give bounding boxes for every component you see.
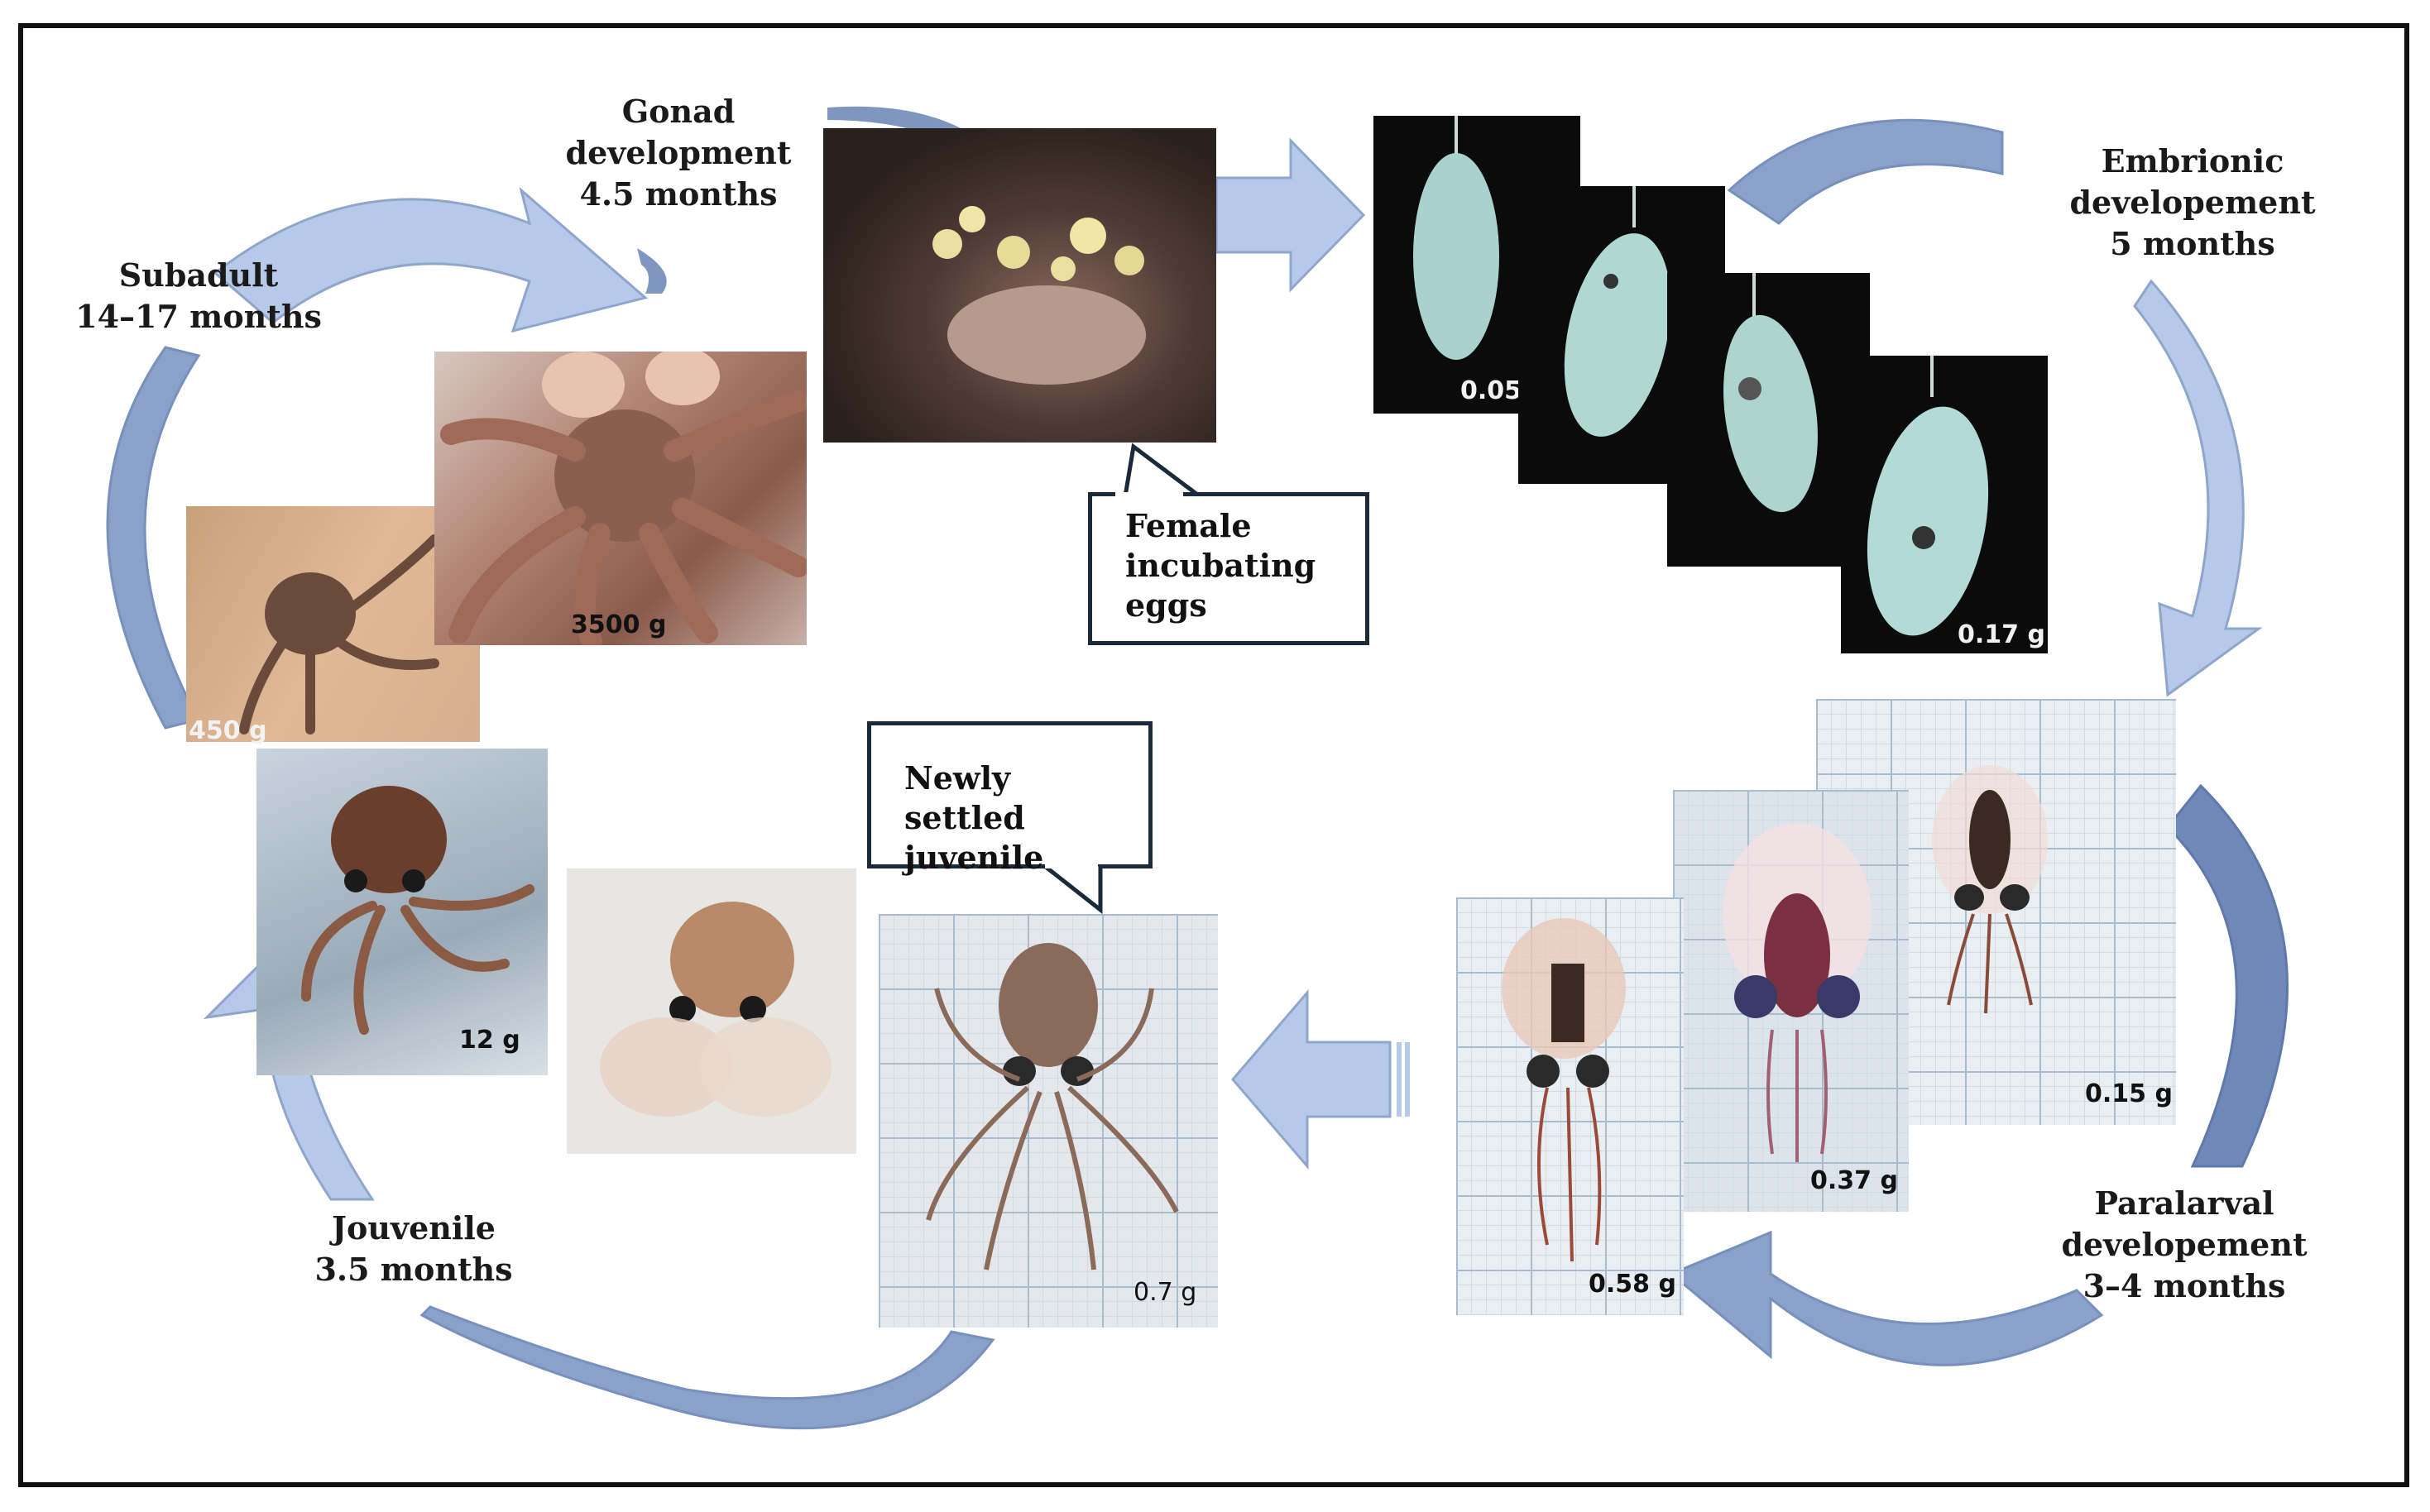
callout-female-line1: Female [1125,507,1252,544]
stage-juvenile: Jouvenile 3.5 months [281,1208,546,1290]
weight-adult: 3500 g [571,610,667,639]
callout-female-incubating: Female incubating eggs [1088,492,1369,645]
weight-juvenile: 12 g [459,1026,520,1055]
stage-subadult: Subadult 14–17 months [74,255,323,337]
callout-settled-pointer [1038,864,1103,914]
stage-juvenile-line1: Jouvenile [332,1209,496,1246]
stage-embryonic-line3: 5 months [2110,225,2275,262]
arrow-settled-to-juvenile [419,1305,995,1430]
callout-female-line3: eggs [1125,586,1207,624]
arrow-paralarval-arc [2165,783,2289,1168]
stage-subadult-line2: 14–17 months [75,298,322,335]
photo-juvenile [256,749,548,1075]
photo-egg-4 [1841,356,2048,653]
callout-female-gap [1115,492,1183,497]
arrow-subadult-arc [106,346,201,730]
stage-subadult-line1: Subadult [118,256,279,294]
callout-female-line2: incubating [1125,547,1316,584]
weight-paralarva-1: 0.15 g [2085,1079,2173,1108]
stage-embryonic: Embrionic developement 5 months [2052,141,2333,265]
stage-juvenile-line2: 3.5 months [314,1251,513,1288]
callout-newly-settled: Newly settled juvenile [867,721,1153,876]
arrow-subadult-to-gonad [213,186,649,333]
figure-frame [18,23,2409,1487]
photo-subadult-small [186,506,480,742]
arrow-paralarval-to-settled [1669,1230,2104,1366]
stage-gonad-line2: development [565,134,792,171]
weight-paralarva-2: 0.37 g [1810,1166,1898,1195]
photo-paralarva-3 [1456,897,1684,1315]
stage-embryonic-line2: developement [2069,184,2316,221]
stage-paralarval-line1: Paralarval [2094,1184,2274,1222]
stage-gonad: Gonad development 4.5 months [538,91,819,215]
arrow-embryonic-top [1727,118,2004,225]
stage-paralarval: Paralarval developement 3–4 months [2044,1183,2325,1307]
photo-female-incubating [823,128,1216,443]
weight-subadult-small: 450 g [189,716,267,745]
arrow-female-to-eggs [1215,137,1366,293]
stage-gonad-line1: Gonad [621,93,736,130]
callout-settled-line2: juvenile [904,839,1044,876]
arrow-paralarva-to-settled [1231,988,1392,1170]
photo-early-juvenile [567,868,856,1154]
stage-paralarval-line3: 3–4 months [2083,1267,2286,1304]
photo-paralarva-2 [1673,790,1909,1212]
arrow-embryonic-to-paralarval [2133,279,2263,697]
photo-newly-settled [879,914,1218,1328]
callout-settled-line1: Newly settled [904,759,1025,836]
photo-egg-3 [1667,273,1870,567]
stage-paralarval-line2: developement [2061,1226,2308,1263]
weight-paralarva-3: 0.58 g [1589,1270,1676,1299]
weight-settled: 0.7 g [1134,1278,1197,1307]
stage-embryonic-line1: Embrionic [2101,142,2284,179]
female-eggs-illustration [932,206,1146,385]
arrow-gonad-stub [637,248,667,294]
weight-egg-last: 0.17 g [1958,620,2045,649]
photo-adult [434,352,807,645]
stage-gonad-line3: 4.5 months [579,175,778,213]
